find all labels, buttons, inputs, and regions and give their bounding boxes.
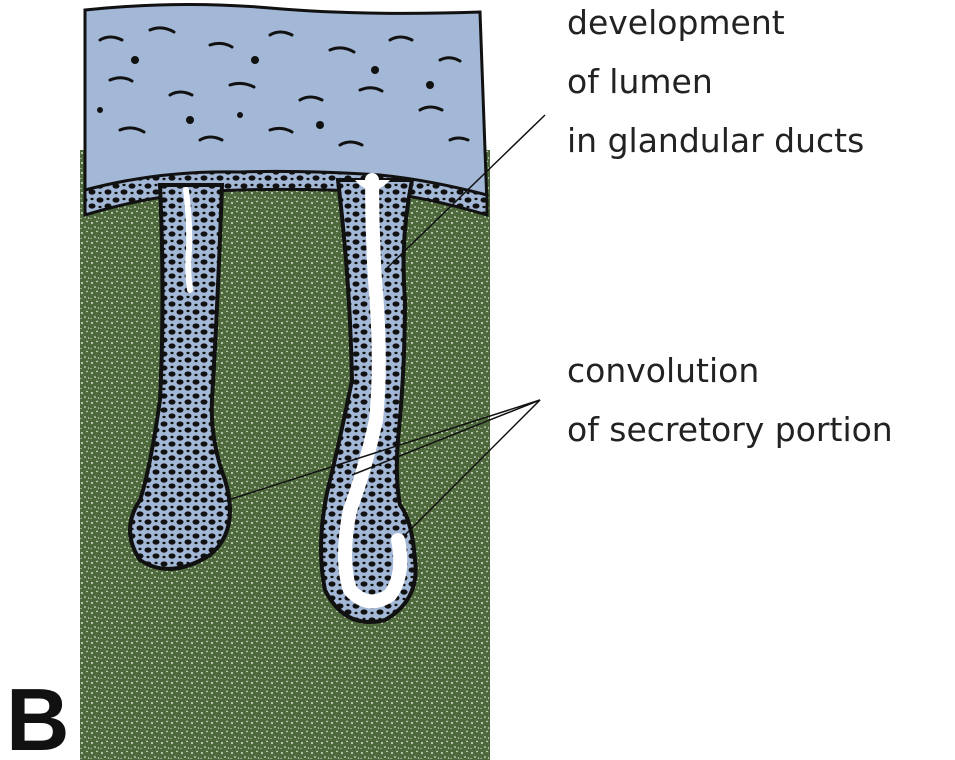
secretory-label-line-1: convolution <box>567 351 759 390</box>
lumen-label-line-2: of lumen <box>567 62 713 101</box>
dermis <box>80 150 490 760</box>
lumen-label: development of lumen in glandular ducts <box>567 3 864 160</box>
lumen-label-line-3: in glandular ducts <box>567 121 864 160</box>
panel-letter: B <box>6 670 70 760</box>
left-gland-lumen-start <box>186 190 190 290</box>
lumen-label-line-1: development <box>567 3 785 42</box>
secretory-label: convolution of secretory portion <box>567 351 893 449</box>
secretory-label-line-2: of secretory portion <box>567 410 893 449</box>
